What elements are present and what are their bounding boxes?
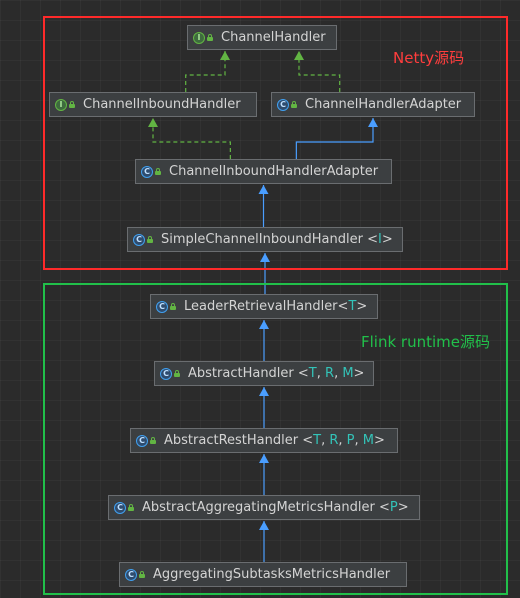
type-params: <T> <box>337 299 368 314</box>
node-channel-inbound-handler-adapter[interactable]: C ChannelInboundHandlerAdapter <box>135 159 392 184</box>
type-params: <T, R, P, M> <box>298 433 385 448</box>
arrowhead-extends <box>258 185 269 194</box>
edge-extends <box>295 118 374 159</box>
arrowhead-extends <box>259 454 269 463</box>
node-channel-handler-adapter[interactable]: C ChannelHandlerAdapter <box>271 92 475 117</box>
interface-icon: I <box>55 98 67 111</box>
arrowhead-extends <box>259 521 269 530</box>
arrowhead-implements <box>148 118 158 127</box>
node-label: ChannelInboundHandlerAdapter <box>169 164 379 179</box>
class-icon: C <box>277 98 289 111</box>
arrowhead-extends <box>259 320 269 329</box>
node-channel-handler[interactable]: I ChannelHandler <box>187 25 337 50</box>
node-label: AbstractRestHandler <box>164 433 299 448</box>
edge-implements <box>152 118 231 159</box>
node-label: ChannelInboundHandler <box>83 97 241 112</box>
node-label: AbstractAggregatingMetricsHandler <box>142 500 375 515</box>
arrowhead-extends <box>259 387 269 396</box>
flink-group-label: Flink runtime源码 <box>361 333 490 351</box>
flink-runtime-source-group <box>43 283 508 595</box>
lock-icon <box>128 504 134 511</box>
netty-group-label: Netty源码 <box>393 49 465 67</box>
lock-icon <box>155 168 161 175</box>
node-simple-channel-inbound-handler[interactable]: C SimpleChannelInboundHandler <I> <box>127 227 403 252</box>
arrowhead-implements <box>220 51 230 60</box>
edge-implements <box>298 51 341 92</box>
node-label: ChannelHandler <box>221 30 326 45</box>
arrowhead-implements <box>294 51 304 60</box>
class-icon: C <box>160 367 172 380</box>
lock-icon <box>170 303 176 310</box>
edge-implements <box>185 51 226 92</box>
class-icon: C <box>136 434 148 447</box>
interface-icon: I <box>193 31 205 44</box>
lock-icon <box>69 101 75 108</box>
node-label: AggregatingSubtasksMetricsHandler <box>153 567 391 582</box>
lock-icon <box>147 236 153 243</box>
lock-icon <box>174 370 180 377</box>
netty-source-group <box>43 16 508 270</box>
class-icon: C <box>133 233 145 246</box>
node-abstract-rest-handler[interactable]: C AbstractRestHandler <T, R, P, M> <box>130 428 398 453</box>
lock-icon <box>291 101 297 108</box>
class-icon: C <box>114 501 126 514</box>
type-params: <I> <box>362 232 393 247</box>
node-label: SimpleChannelInboundHandler <box>161 232 363 247</box>
node-label: AbstractHandler <box>188 366 294 381</box>
lock-icon <box>139 571 145 578</box>
type-params: <P> <box>374 500 409 515</box>
node-abstract-handler[interactable]: C AbstractHandler <T, R, M> <box>154 361 374 386</box>
arrowhead-extends <box>260 253 270 262</box>
lock-icon <box>207 34 213 41</box>
class-icon: C <box>156 300 168 313</box>
node-leader-retrieval-handler[interactable]: C LeaderRetrievalHandler <T> <box>150 294 378 319</box>
node-channel-inbound-handler[interactable]: I ChannelInboundHandler <box>49 92 257 117</box>
type-params: <T, R, M> <box>293 366 365 381</box>
class-icon: C <box>125 568 137 581</box>
class-icon: C <box>141 165 153 178</box>
node-aggregating-subtasks-metrics-handler[interactable]: C AggregatingSubtasksMetricsHandler <box>119 562 407 587</box>
node-abstract-aggregating-metrics-handler[interactable]: C AbstractAggregatingMetricsHandler <P> <box>108 495 420 520</box>
lock-icon <box>150 437 156 444</box>
node-label: ChannelHandlerAdapter <box>305 97 462 112</box>
arrowhead-extends <box>368 118 378 127</box>
node-label: LeaderRetrievalHandler <box>184 299 338 314</box>
